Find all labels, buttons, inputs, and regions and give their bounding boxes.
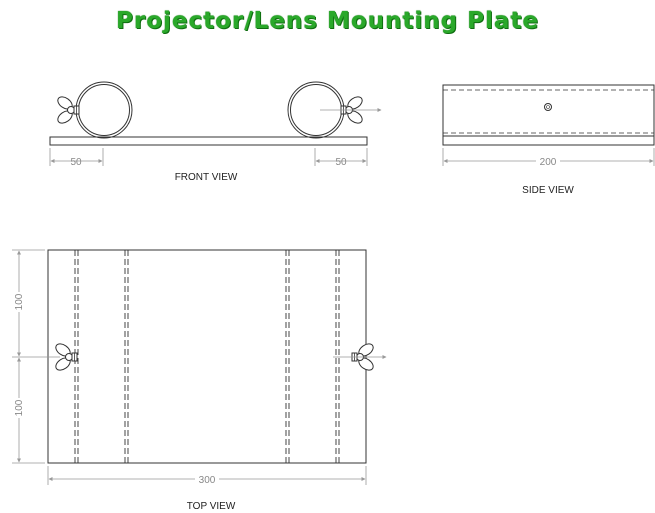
page-title: Projector/Lens Mounting Plate	[116, 8, 539, 34]
top-plate	[47, 249, 367, 464]
dim-front-right: 50	[335, 157, 347, 168]
dim-side-width: 200	[540, 157, 557, 168]
side-view: 200 SIDE VIEW	[442, 84, 655, 196]
front-view-label: FRONT VIEW	[175, 172, 238, 183]
dim-front-left: 50	[70, 157, 82, 168]
top-view-label: TOP VIEW	[187, 501, 236, 512]
dim-top-lower: 100	[14, 399, 25, 416]
side-view-label: SIDE VIEW	[522, 185, 574, 196]
dim-top-width: 300	[199, 475, 216, 486]
front-plate	[49, 136, 368, 146]
top-view: 100 100 300 TOP VIEW	[12, 249, 387, 512]
front-left-ring	[75, 81, 133, 139]
side-bolt-icon	[544, 103, 552, 111]
side-plate	[442, 135, 655, 146]
front-left-wingnut-icon	[55, 93, 80, 127]
front-view: 50 50 FRONT VIEW	[49, 81, 382, 183]
dim-top-upper: 100	[14, 293, 25, 310]
